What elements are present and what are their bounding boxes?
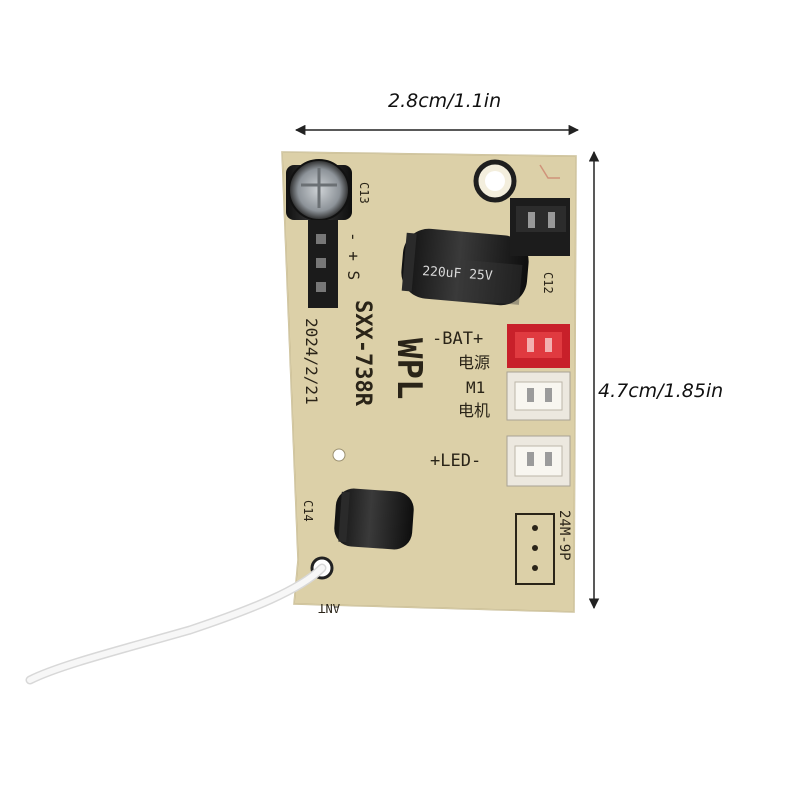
switch-connector xyxy=(510,198,570,256)
capacitor-c14 xyxy=(334,488,414,550)
label-crystal: 24M-9P xyxy=(556,510,572,561)
label-power-cn: 电源 xyxy=(458,353,490,372)
label-date: 2024/2/21 xyxy=(302,318,321,405)
label-model: SXX-738R xyxy=(350,300,375,407)
servo-header xyxy=(308,220,338,308)
capacitor-220uf xyxy=(401,228,529,306)
capacitor-c13 xyxy=(286,159,352,221)
led-connector xyxy=(506,435,571,487)
label-m1: M1 xyxy=(466,378,485,397)
label-bat: -BAT+ xyxy=(432,329,483,349)
height-dimension-label: 4.7cm/1.85in xyxy=(598,380,724,402)
label-ant: ANT xyxy=(318,601,340,615)
motor-connector xyxy=(506,371,571,421)
brand-logo: WPL xyxy=(389,338,429,399)
label-c12: C12 xyxy=(541,272,555,294)
label-pins: - + S xyxy=(344,232,363,280)
label-motor-cn: 电机 xyxy=(458,401,490,420)
width-dimension-label: 2.8cm/1.1in xyxy=(388,90,502,112)
label-cap-rating: 220uF 25V xyxy=(422,264,493,284)
label-led: +LED- xyxy=(430,451,481,471)
label-c13: C13 xyxy=(357,182,371,204)
crystal-footprint xyxy=(515,513,555,585)
label-c14: C14 xyxy=(301,500,315,522)
battery-connector xyxy=(507,324,570,368)
